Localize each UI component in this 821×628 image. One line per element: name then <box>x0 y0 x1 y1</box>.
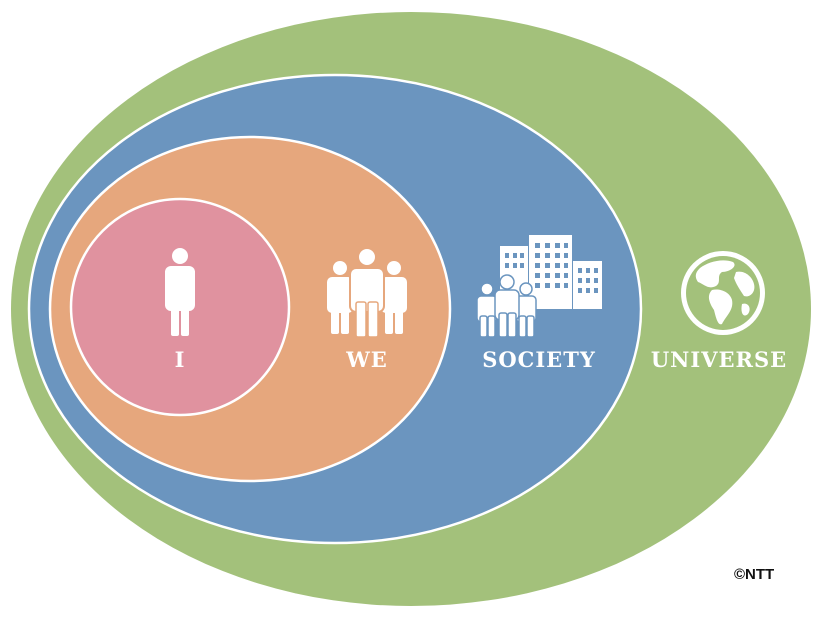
label-i: I <box>175 347 186 372</box>
label-universe: UNIVERSE <box>651 347 787 372</box>
copyright-text: ©NTT <box>734 566 775 583</box>
person-icon <box>165 248 195 336</box>
label-we: WE <box>345 347 388 372</box>
group-icon <box>327 247 407 338</box>
globe-icon <box>681 251 765 335</box>
label-society: SOCIETY <box>482 347 596 372</box>
city-people-icon <box>476 235 602 338</box>
